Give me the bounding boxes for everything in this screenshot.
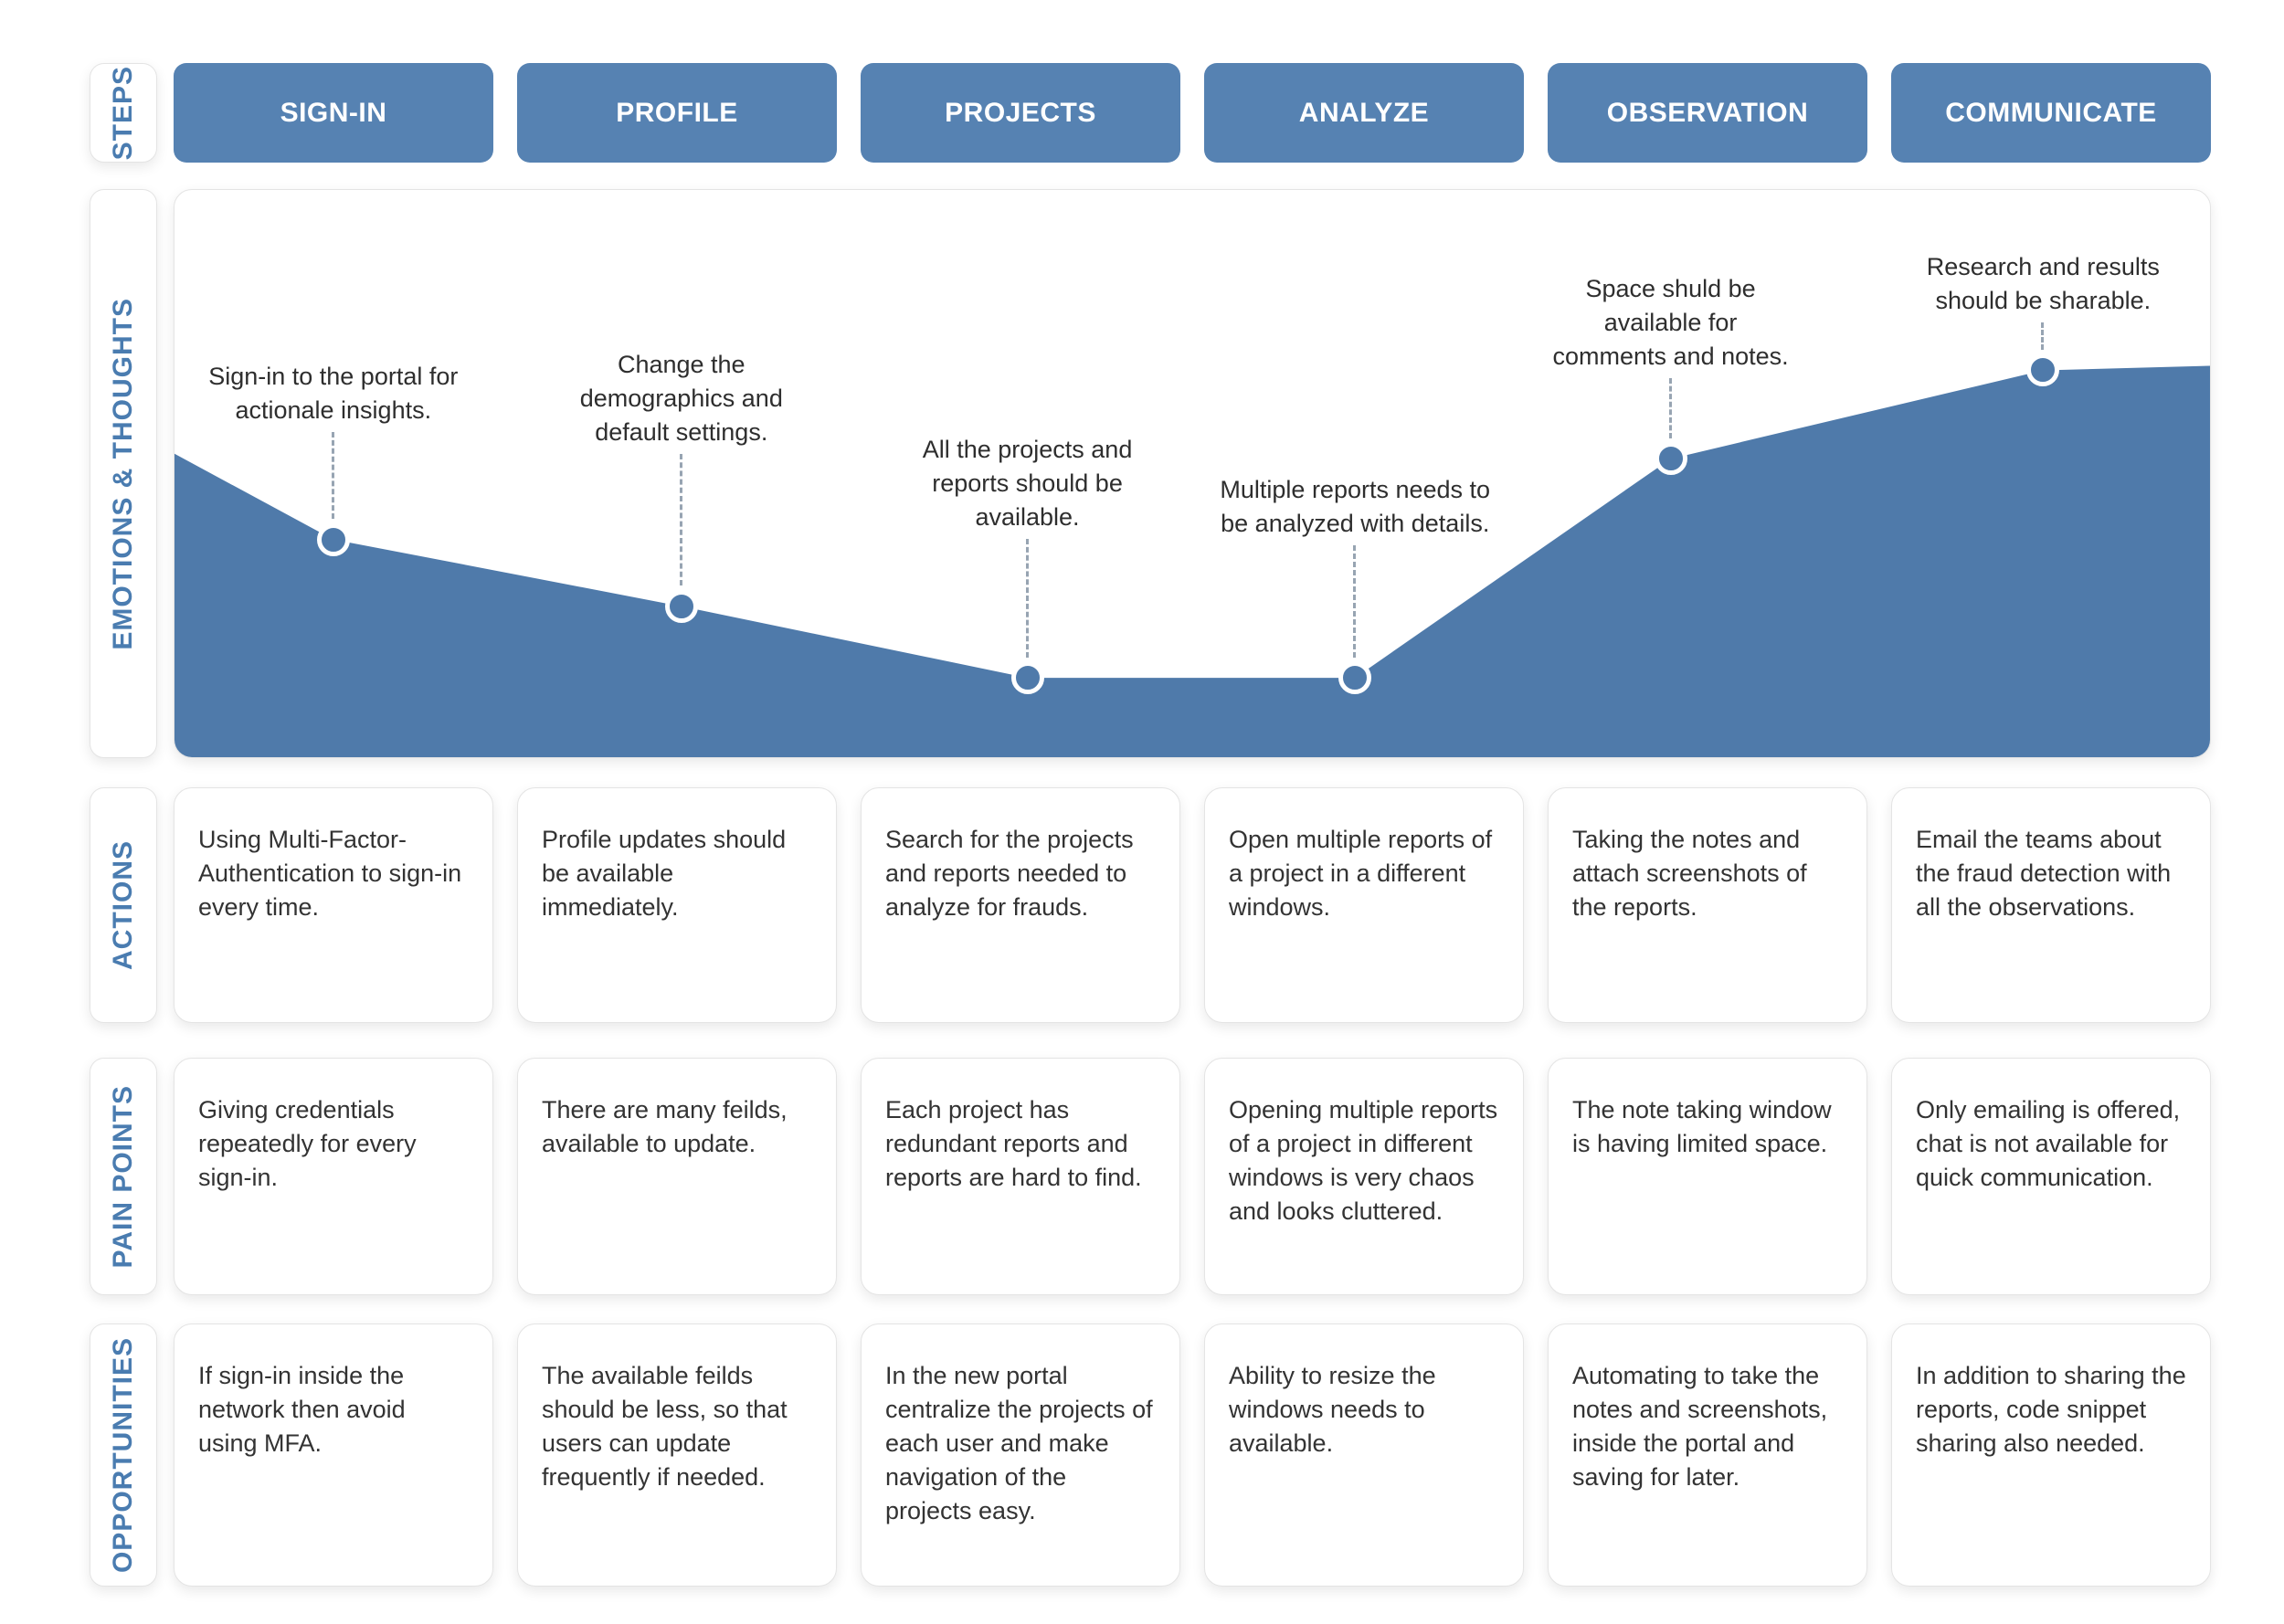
annotation-profile: Change the demographics and default sett… [579, 350, 783, 446]
step-button-analyze[interactable]: ANALYZE [1204, 63, 1524, 163]
row-label-actions: ACTIONS [90, 787, 157, 1023]
emotion-point-marker [664, 589, 698, 623]
annotation-projects: All the projects and reports should be a… [922, 435, 1133, 531]
opportunities-rail: OPPORTUNITIES [90, 1323, 157, 1587]
steps-rail: STEPS [90, 63, 157, 163]
step-button-profile[interactable]: PROFILE [517, 63, 837, 163]
annotation-connector [331, 432, 334, 520]
opportunity-card-5: Automating to take the notes and screens… [1548, 1323, 1867, 1587]
step-button-sign-in[interactable]: SIGN-IN [174, 63, 493, 163]
row-label-steps: STEPS [90, 63, 157, 163]
action-card-6: Email the teams about the fraud detectio… [1891, 787, 2211, 1023]
opportunity-card-2: The available feilds should be less, so … [517, 1323, 837, 1587]
row-label-emotions-text: EMOTIONS & THOUGHTS [108, 297, 138, 650]
row-label-pain-points: PAIN POINTS [90, 1058, 157, 1295]
opportunity-card-1: If sign-in inside the network then avoid… [174, 1323, 493, 1587]
annotation-analyze: Multiple reports needs to be analyzed wi… [1220, 475, 1491, 537]
opportunity-card-6: In addition to sharing the reports, code… [1891, 1323, 2211, 1587]
emotion-area-path [174, 365, 2210, 757]
action-card-5: Taking the notes and attach screenshots … [1548, 787, 1867, 1023]
actions-row: ACTIONS Using Multi-Factor-Authenticatio… [90, 787, 2211, 1023]
step-button-observation[interactable]: OBSERVATION [1548, 63, 1867, 163]
pain-point-card-5: The note taking window is having limited… [1548, 1058, 1867, 1295]
action-card-4: Open multiple reports of a project in a … [1204, 787, 1524, 1023]
pain-points-row: PAIN POINTS Giving credentials repeatedl… [90, 1058, 2211, 1295]
emotion-point-marker [1654, 442, 1687, 476]
step-button-projects[interactable]: PROJECTS [861, 63, 1180, 163]
action-card-1: Using Multi-Factor-Authentication to sig… [174, 787, 493, 1023]
action-card-2: Profile updates should be available imme… [517, 787, 837, 1023]
annotation-connector [679, 453, 682, 586]
annotation-connector [1025, 538, 1029, 658]
annotation-observation: Space shuld be available for comments an… [1552, 274, 1789, 370]
annotation-communicate: Research and results should be sharable. [1926, 253, 2160, 315]
row-label-opportunities: OPPORTUNITIES [90, 1323, 157, 1587]
emotion-point-marker [1338, 661, 1372, 695]
emotion-point-marker [2026, 353, 2060, 387]
annotation-sign-in: Sign-in to the portal for actionale insi… [208, 363, 459, 425]
pain-point-card-4: Opening multiple reports of a project in… [1204, 1058, 1524, 1295]
steps-row: STEPS SIGN-IN PROFILE PROJECTS ANALYZE O… [90, 63, 2211, 163]
emotions-rail: EMOTIONS & THOUGHTS [90, 189, 157, 758]
pain-point-card-3: Each project has redundant reports and r… [861, 1058, 1180, 1295]
annotation-connector [1353, 544, 1357, 658]
annotation-connector [2041, 322, 2045, 351]
step-button-communicate[interactable]: COMMUNICATE [1891, 63, 2211, 163]
opportunity-card-3: In the new portal centralize the project… [861, 1323, 1180, 1587]
row-label-steps-text: STEPS [108, 65, 138, 161]
row-label-opportunities-text: OPPORTUNITIES [108, 1336, 138, 1574]
emotion-point-marker [1010, 661, 1044, 695]
row-label-emotions: EMOTIONS & THOUGHTS [90, 189, 157, 758]
pain-point-card-6: Only emailing is offered, chat is not av… [1891, 1058, 2211, 1295]
row-label-pain-points-text: PAIN POINTS [108, 1084, 138, 1269]
row-label-actions-text: ACTIONS [108, 840, 138, 970]
pain-point-card-2: There are many feilds, available to upda… [517, 1058, 837, 1295]
action-card-3: Search for the projects and reports need… [861, 787, 1180, 1023]
pain-points-rail: PAIN POINTS [90, 1058, 157, 1295]
emotions-row: EMOTIONS & THOUGHTS Sign-in to the porta… [90, 189, 2211, 758]
actions-rail: ACTIONS [90, 787, 157, 1023]
emotion-area-svg [174, 365, 2210, 757]
emotion-point-marker [316, 522, 350, 556]
opportunity-card-4: Ability to resize the windows needs to a… [1204, 1323, 1524, 1587]
opportunities-row: OPPORTUNITIES If sign-in inside the netw… [90, 1323, 2211, 1587]
emotion-curve-chart: Sign-in to the portal for actionale insi… [174, 189, 2211, 758]
pain-point-card-1: Giving credentials repeatedly for every … [174, 1058, 493, 1295]
annotation-connector [1668, 377, 1672, 438]
